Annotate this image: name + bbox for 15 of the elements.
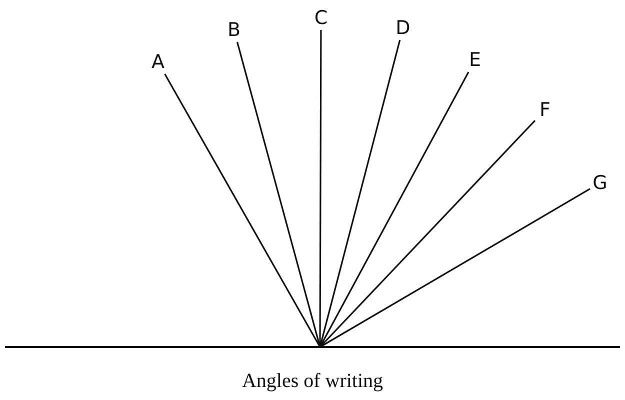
angle-label: A [149,51,167,73]
line [319,40,401,348]
line [164,74,321,348]
line [319,120,536,348]
line [236,42,321,348]
line [319,72,470,348]
caption: Angles of writing [240,370,384,393]
angle-label: F [536,99,554,121]
angle-label: E [466,49,484,71]
angle-label: C [312,7,330,29]
angle-label: G [591,172,609,194]
line [319,30,322,347]
angle-label: D [394,17,412,39]
angle-label: B [225,19,243,41]
line [320,188,590,348]
